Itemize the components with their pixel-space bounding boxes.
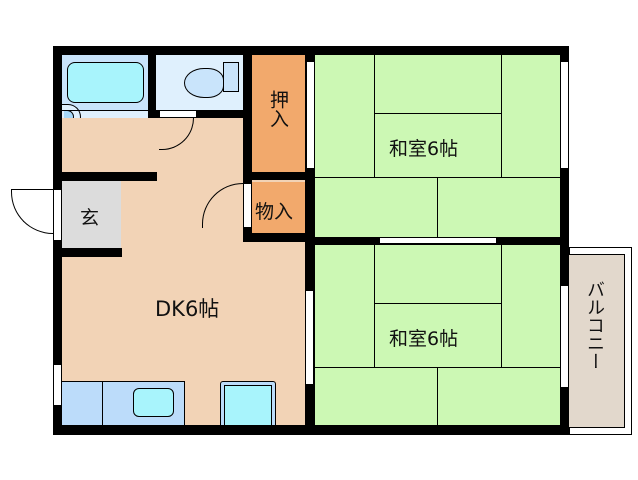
washitsu-upper-label: 和室6帖 (389, 138, 459, 160)
bath-bottom-wall (53, 172, 157, 181)
tatami-line (374, 113, 502, 114)
upper-room-window[interactable] (560, 61, 569, 169)
dk-window[interactable] (53, 364, 62, 406)
fusuma-sliding-door[interactable] (379, 237, 497, 244)
genkan-wall (53, 248, 122, 257)
entrance-door-swing (11, 189, 53, 234)
tatami-line (501, 245, 502, 367)
balcony (569, 254, 625, 428)
entrance-door[interactable] (53, 189, 62, 241)
oshiire (252, 55, 305, 172)
washitsu-lower-label: 和室6帖 (389, 328, 459, 350)
toilet-tank-icon (223, 62, 239, 92)
bath-divider (62, 110, 148, 111)
stove-inner-icon (224, 385, 272, 425)
counter-divider (102, 381, 103, 425)
genkan-label: 玄 (80, 207, 100, 229)
oshiire-label: 押入 (267, 90, 289, 128)
mono-ire-door[interactable] (243, 183, 252, 228)
genkan (62, 181, 121, 248)
bathtub-icon (67, 62, 144, 103)
dk-label: DK6帖 (155, 297, 220, 321)
tatami-line (374, 303, 502, 304)
tatami-line (374, 55, 375, 177)
lower-room-window[interactable] (560, 285, 569, 388)
tatami-line (437, 367, 438, 425)
balcony-label: バルコニー (584, 280, 605, 370)
tatami-line (501, 55, 502, 177)
toilet-door[interactable] (159, 110, 197, 118)
tatami-line (437, 177, 438, 237)
upper-room-sliding-door[interactable] (306, 61, 315, 169)
toilet-bowl-icon (184, 68, 224, 98)
mono-ire-label: 物入 (255, 201, 294, 223)
tatami-line (374, 245, 375, 367)
dk-east-window[interactable] (305, 290, 314, 385)
mono-ire (252, 182, 305, 233)
storage-bottom-wall (243, 233, 313, 242)
sink-icon (133, 388, 174, 417)
